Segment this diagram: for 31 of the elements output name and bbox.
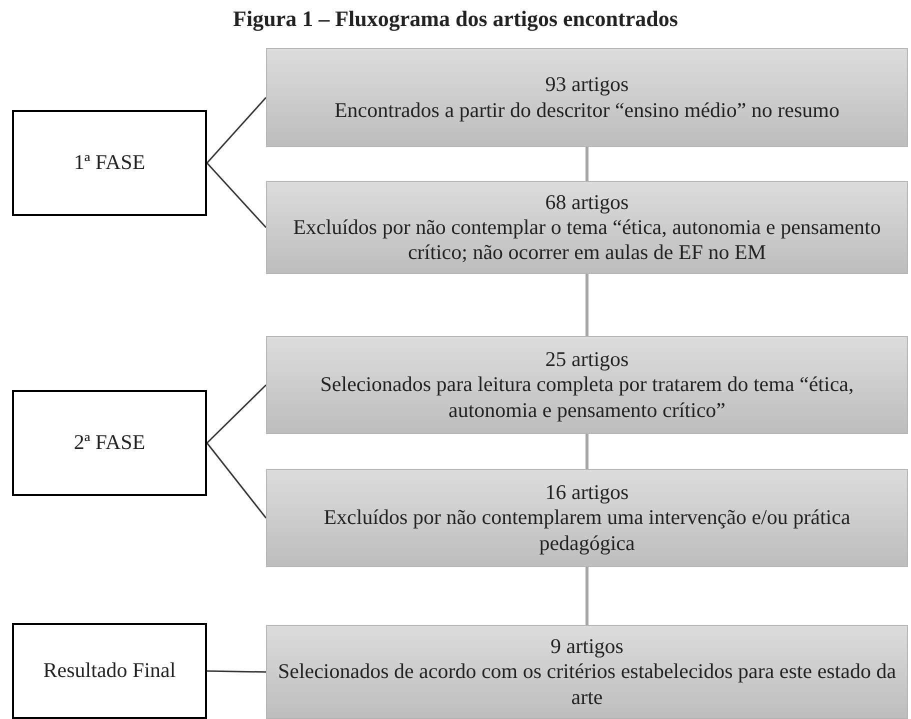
figure-title: Figura 1 – Fluxograma dos artigos encontrados	[232, 6, 679, 32]
box-text: Encontrados a partir do descritor “ensino médio” no resumo	[334, 98, 840, 123]
process-box	[266, 469, 908, 567]
process-box	[266, 48, 908, 147]
connector-line	[586, 567, 588, 625]
process-box	[266, 625, 908, 719]
connector-line	[206, 442, 267, 518]
box-text: Selecionados para leitura completa por tratarem do tema “ética, autonomia e pensamento crítico”	[319, 372, 855, 423]
box-heading: 68 artigos	[545, 190, 629, 215]
box-heading: 9 artigos	[550, 634, 624, 660]
connector-line	[206, 384, 267, 444]
connector-line	[206, 670, 266, 673]
box-text: 2ª FASE	[74, 430, 146, 456]
connector-line	[206, 97, 267, 164]
box-text: 1ª FASE	[74, 150, 146, 176]
connector-line	[586, 274, 588, 336]
connector-line	[206, 162, 267, 228]
phase-box	[12, 390, 207, 496]
box-text: Excluídos por não contemplarem uma intervenção e/ou prática pedagógica	[322, 505, 852, 556]
phase-box	[12, 623, 207, 719]
process-box	[266, 336, 908, 434]
connector-line	[586, 434, 588, 469]
phase-box	[12, 110, 207, 216]
box-text: Excluídos por não contemplar o tema “ética, autonomia e pensamento crítico; não ocorrer em aulas de EF no EM	[292, 214, 882, 266]
box-heading: 16 artigos	[545, 480, 629, 506]
connector-line	[586, 147, 588, 181]
box-text: Selecionados de acordo com os critérios estabelecidos para este estado da arte	[276, 659, 898, 710]
box-heading: 93 artigos	[545, 72, 629, 98]
box-text: Resultado Final	[43, 658, 176, 684]
box-heading: 25 artigos	[545, 347, 629, 372]
process-box	[266, 181, 908, 274]
